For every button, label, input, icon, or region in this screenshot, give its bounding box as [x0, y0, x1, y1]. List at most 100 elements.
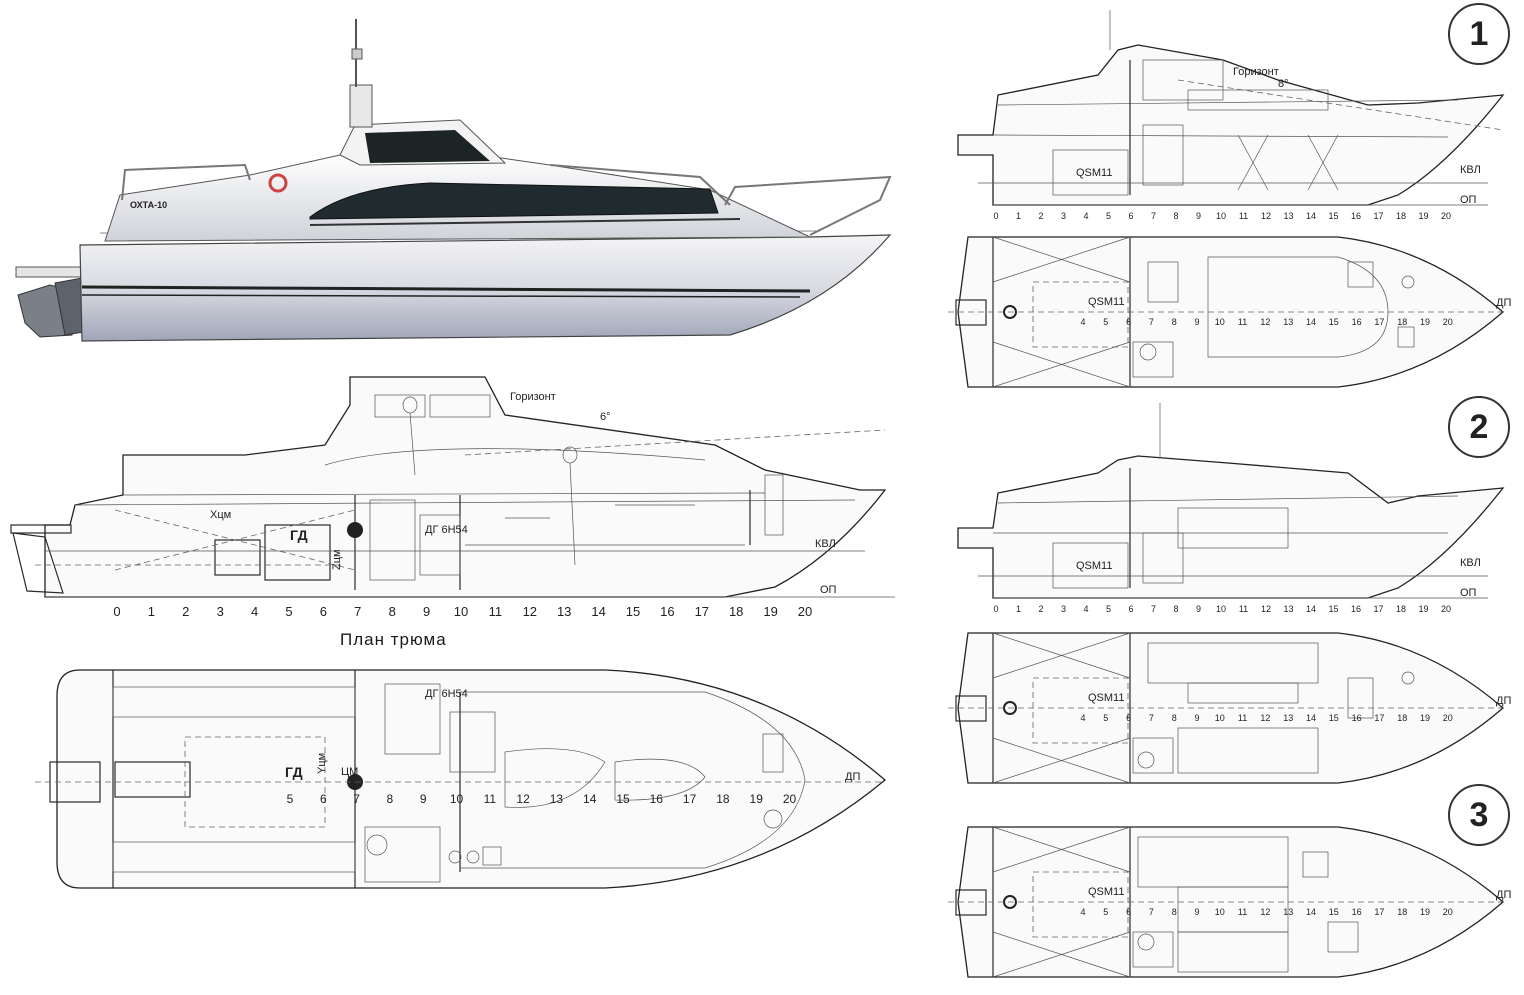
frame-number: 5: [1103, 907, 1108, 917]
frame-number: 19: [1420, 317, 1430, 327]
frame-number: 18: [1396, 211, 1406, 220]
variant-badge-2: 2: [1448, 396, 1510, 458]
plan-dg-label: ДГ 6Н54: [425, 688, 468, 700]
angle-label: 6°: [600, 411, 611, 423]
frame-number: 14: [1306, 317, 1316, 327]
frame-number: 14: [1306, 713, 1316, 723]
frame-number: 19: [750, 792, 764, 806]
v1-horizon-label: Горизонт: [1233, 66, 1279, 78]
frame-number: 3: [217, 604, 224, 619]
v1-engine-label: QSM11: [1076, 167, 1112, 179]
frame-number: 5: [285, 604, 292, 619]
frame-number: 10: [1215, 907, 1225, 917]
frame-number: 15: [616, 792, 630, 806]
frame-number: 10: [1215, 713, 1225, 723]
frame-number: 15: [1328, 211, 1338, 220]
frame-number: 8: [1173, 604, 1178, 613]
frame-number: 13: [1283, 317, 1293, 327]
boat-render: ОХТА-10: [10, 5, 910, 345]
frame-number: 7: [1149, 713, 1154, 723]
frame-number: 16: [1352, 713, 1362, 723]
frame-number: 20: [783, 792, 797, 806]
frame-number: 16: [1352, 317, 1362, 327]
frame-number: 19: [1420, 907, 1430, 917]
frame-number: 11: [1238, 713, 1247, 723]
frame-number: 16: [1351, 211, 1361, 220]
frame-number: 6: [320, 604, 327, 619]
variant-badge-3: 3: [1448, 784, 1510, 846]
frame-number: 15: [1329, 317, 1339, 327]
frame-number: 5: [1106, 211, 1111, 220]
frame-number: 16: [1351, 604, 1361, 613]
waterline-label: КВЛ: [815, 538, 836, 550]
plan-centerline-label: ДП: [845, 771, 860, 783]
frame-number: 12: [516, 792, 530, 806]
frame-number: 17: [1373, 211, 1383, 220]
frame-number: 18: [729, 604, 743, 619]
frame-number: 19: [1418, 211, 1428, 220]
frame-number: 18: [1397, 713, 1407, 723]
frame-number: 12: [1260, 317, 1270, 327]
frame-number: 7: [1151, 211, 1156, 220]
frame-number: 7: [1149, 907, 1154, 917]
frame-number: 4: [1083, 604, 1088, 613]
frame-number: 20: [1443, 713, 1453, 723]
frame-number: 5: [1103, 713, 1108, 723]
v2-plan-centerline-label: ДП: [1496, 695, 1511, 707]
frame-number: 17: [1373, 604, 1383, 613]
frame-number: 16: [660, 604, 674, 619]
frame-number: 12: [1261, 604, 1271, 613]
frame-number: 15: [626, 604, 640, 619]
frame-number: 14: [1306, 907, 1316, 917]
frame-number: 4: [1080, 317, 1085, 327]
frame-number: 9: [423, 604, 430, 619]
frame-number: 6: [320, 792, 327, 806]
frame-number: 8: [1172, 907, 1177, 917]
frame-number: 8: [1173, 211, 1178, 220]
frame-number: 6: [1126, 317, 1131, 327]
v1-waterline-label: КВЛ: [1460, 164, 1481, 176]
frame-number: 17: [695, 604, 709, 619]
frame-number: 0: [993, 211, 998, 220]
frame-number: 8: [1172, 317, 1177, 327]
frame-number: 5: [1106, 604, 1111, 613]
frame-number: 10: [450, 792, 464, 806]
v1-plan-engine-label: QSM11: [1088, 296, 1124, 308]
frame-number: 6: [1126, 907, 1131, 917]
frame-number: 2: [1038, 211, 1043, 220]
frame-number: 2: [1038, 604, 1043, 613]
frame-number: 2: [182, 604, 189, 619]
frame-number: 10: [1216, 211, 1226, 220]
frame-number: 11: [489, 604, 503, 619]
frame-number: 17: [683, 792, 697, 806]
frame-number: 4: [1080, 713, 1085, 723]
frame-number: 20: [1443, 907, 1453, 917]
frame-number: 9: [1194, 317, 1199, 327]
frame-number: 9: [1196, 604, 1201, 613]
engine-label: ГД: [290, 527, 308, 543]
frame-number: 7: [354, 604, 361, 619]
frame-number: 12: [523, 604, 537, 619]
frame-number: 7: [1151, 604, 1156, 613]
frame-number: 15: [1329, 713, 1339, 723]
horizon-label: Горизонт: [510, 391, 556, 403]
frame-number: 17: [1374, 907, 1384, 917]
frame-number: 14: [1306, 211, 1316, 220]
frame-number: 10: [1216, 604, 1226, 613]
frame-number: 6: [1128, 211, 1133, 220]
frame-number: 4: [251, 604, 258, 619]
frame-number: 12: [1260, 713, 1270, 723]
frame-number: 19: [763, 604, 777, 619]
frame-number: 4: [1083, 211, 1088, 220]
frame-number: 9: [1196, 211, 1201, 220]
frame-number: 13: [1283, 907, 1293, 917]
frame-number: 0: [113, 604, 120, 619]
